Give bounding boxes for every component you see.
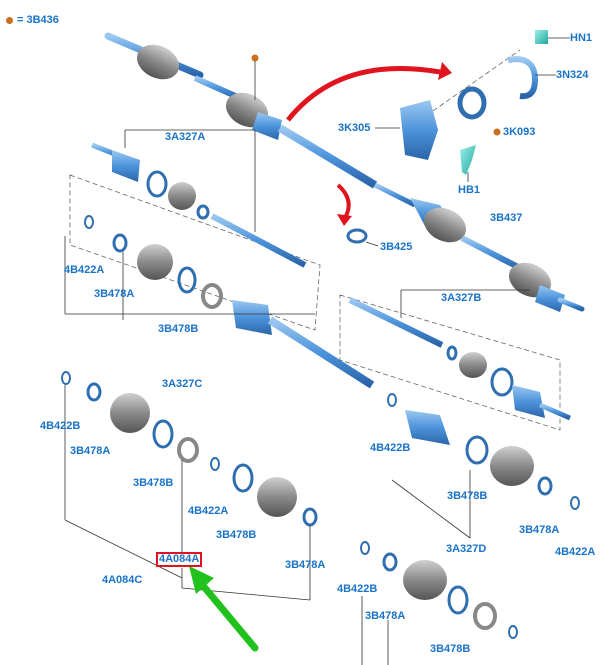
label-3b478b-left: 3B478B (133, 477, 174, 489)
main-drive-shaft-assembly (104, 32, 585, 312)
bolt-fastener (460, 145, 476, 175)
outer-boot (136, 44, 180, 80)
label-3b478a-mid: 3B478A (285, 559, 326, 571)
label-3b425: 3B425 (380, 241, 413, 253)
label-3a327d: 3A327D (446, 543, 487, 555)
exploded-joint-lower-left (61, 371, 318, 601)
label-3b437: 3B437 (490, 212, 523, 224)
legend-text: = 3B436 (17, 14, 59, 26)
label-3a327c: 3A327C (162, 378, 203, 390)
label-3b478b-right: 3B478B (447, 490, 488, 502)
red-arrow-small (336, 183, 351, 219)
label-3b478a-top: 3B478A (94, 288, 135, 300)
right-outer-cv (535, 285, 565, 312)
assembly-marker-dot (251, 54, 259, 62)
label-4a084c: 4A084C (102, 574, 143, 586)
green-arrow (189, 566, 259, 652)
bearing-ring (457, 86, 487, 120)
label-4b422a-top: 4B422A (64, 264, 105, 276)
red-arrow-top (286, 65, 441, 122)
label-4b422b-right: 4B422B (370, 442, 411, 454)
label-3b478b-top: 3B478B (158, 323, 199, 335)
label-3b478b-mid: 3B478B (216, 529, 257, 541)
label-3n324: 3N324 (556, 69, 589, 81)
support-bracket (400, 100, 438, 160)
label-3k305: 3K305 (338, 122, 371, 134)
legend: = 3B436 (6, 14, 59, 26)
label-4b422a-right: 4B422A (555, 546, 596, 558)
exploded-joint-c (64, 215, 375, 389)
label-4b422b-left: 4B422B (40, 420, 81, 432)
label-3b478a-left: 3B478A (70, 445, 111, 457)
label-3b478a-right: 3B478A (519, 524, 560, 536)
legend-dot-icon (6, 16, 13, 24)
label-4a084a-highlighted: 4A084A (156, 552, 203, 567)
label-hb1: HB1 (458, 184, 481, 196)
exploded-shaft-b (339, 289, 571, 431)
bracket-marker-dot (493, 128, 501, 136)
bearing-bracket-group (375, 30, 570, 182)
bearing-strap (507, 56, 539, 100)
exploded-joint-lower-right (387, 393, 580, 539)
label-3b478a-low: 3B478A (365, 610, 406, 622)
label-3k093: 3K093 (503, 126, 536, 138)
label-4b422b-low: 4B422B (337, 583, 378, 595)
label-4b422a-mid: 4B422A (188, 505, 229, 517)
label-hn1: HN1 (570, 32, 593, 44)
label-3a327a: 3A327A (165, 131, 206, 143)
right-inner-boot (423, 207, 467, 243)
label-3a327b: 3A327B (441, 292, 482, 304)
inner-cv-housing (252, 112, 282, 140)
ring-3b425 (346, 228, 368, 244)
exploded-shaft-a (69, 129, 321, 331)
nut-fastener (535, 30, 548, 44)
exploded-joint-bottom (360, 541, 518, 665)
label-3b478b-low: 3B478B (430, 643, 471, 655)
